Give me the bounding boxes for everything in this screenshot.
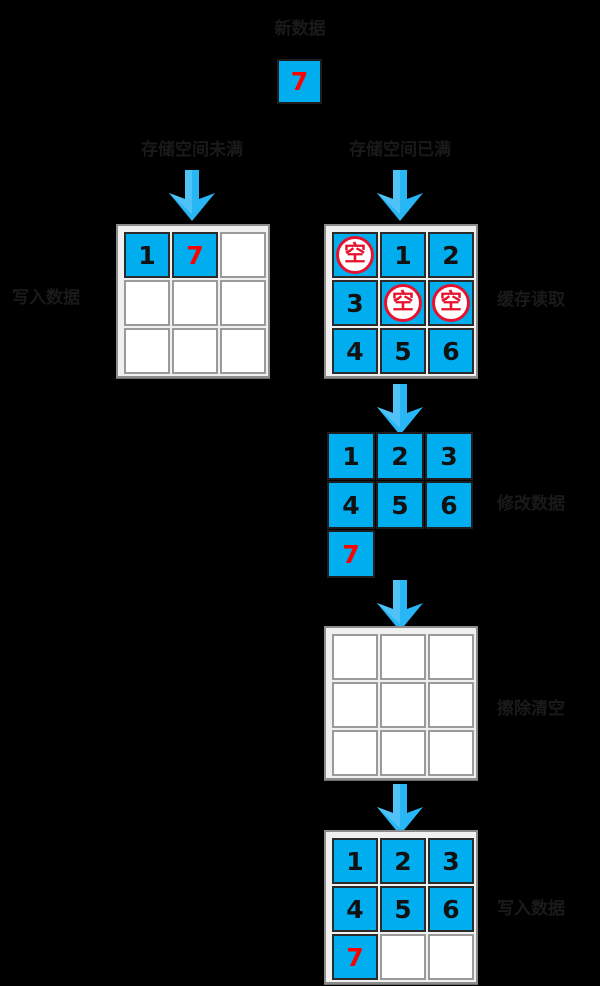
cell [380, 634, 426, 680]
cell [220, 280, 266, 326]
arrow-modify-to-erase-icon [376, 580, 424, 632]
cell [425, 530, 473, 578]
arrow-to-right-grid-icon [376, 170, 424, 222]
cell: 2 [376, 432, 424, 480]
side-label-right-write: 写入数据 [497, 899, 565, 919]
arrow-to-left-grid-icon [168, 170, 216, 222]
grid-modified-cells: 1 2 3 4 5 6 7 [327, 432, 473, 578]
grid-rewritten: 1 2 3 4 5 6 7 [324, 830, 478, 984]
cell-stamp: 空 [332, 232, 378, 278]
cell [220, 328, 266, 374]
grid-erased-cells [332, 634, 474, 776]
cell [124, 280, 170, 326]
cell [332, 682, 378, 728]
new-data-tile: 7 [277, 59, 322, 104]
cell [220, 232, 266, 278]
cell [172, 280, 218, 326]
side-label-cache-read: 缓存读取 [497, 290, 565, 310]
cell: 3 [332, 280, 378, 326]
cell [380, 934, 426, 980]
cell: 5 [376, 481, 424, 529]
cell [428, 730, 474, 776]
grid-erased [324, 626, 478, 780]
grid-full-cache-read: 空 1 2 3 空 空 4 5 6 [324, 224, 478, 378]
empty-stamp-icon: 空 [432, 284, 470, 322]
empty-stamp-icon: 空 [384, 284, 422, 322]
cell: 7 [332, 934, 378, 980]
cell [380, 682, 426, 728]
column-header-not-full: 存储空间未满 [141, 140, 243, 160]
cell: 4 [327, 481, 375, 529]
new-data-tile-wrap: 7 [277, 59, 322, 104]
cell: 6 [428, 328, 474, 374]
cell: 3 [425, 432, 473, 480]
cell [124, 328, 170, 374]
side-label-modify: 修改数据 [497, 494, 565, 514]
cell [428, 682, 474, 728]
side-label-erase: 擦除清空 [497, 699, 565, 719]
cell: 6 [428, 886, 474, 932]
cell: 4 [332, 328, 378, 374]
cell: 5 [380, 328, 426, 374]
cell: 1 [124, 232, 170, 278]
column-header-full: 存储空间已满 [349, 140, 451, 160]
cell [380, 730, 426, 776]
cell [172, 328, 218, 374]
cell: 5 [380, 886, 426, 932]
cell [428, 634, 474, 680]
new-data-title: 新数据 [274, 19, 326, 39]
cell: 3 [428, 838, 474, 884]
cell: 1 [332, 838, 378, 884]
side-label-left-write: 写入数据 [12, 288, 80, 308]
cell: 7 [172, 232, 218, 278]
cell [332, 730, 378, 776]
cell: 7 [327, 530, 375, 578]
cell [376, 530, 424, 578]
empty-stamp-icon: 空 [336, 236, 374, 274]
cell [332, 634, 378, 680]
grid-full-cells: 空 1 2 3 空 空 4 5 6 [332, 232, 474, 374]
cell: 4 [332, 886, 378, 932]
arrow-cache-to-modify-icon [376, 384, 424, 436]
cell [428, 934, 474, 980]
cell: 6 [425, 481, 473, 529]
grid-not-full: 1 7 [116, 224, 270, 378]
cell: 1 [380, 232, 426, 278]
grid-not-full-cells: 1 7 [124, 232, 266, 374]
cell-stamp: 空 [428, 280, 474, 326]
grid-modified: 1 2 3 4 5 6 7 [327, 432, 473, 578]
cell: 2 [380, 838, 426, 884]
cell-stamp: 空 [380, 280, 426, 326]
grid-rewritten-cells: 1 2 3 4 5 6 7 [332, 838, 474, 980]
arrow-erase-to-write-icon [376, 784, 424, 836]
cell: 1 [327, 432, 375, 480]
cell: 2 [428, 232, 474, 278]
